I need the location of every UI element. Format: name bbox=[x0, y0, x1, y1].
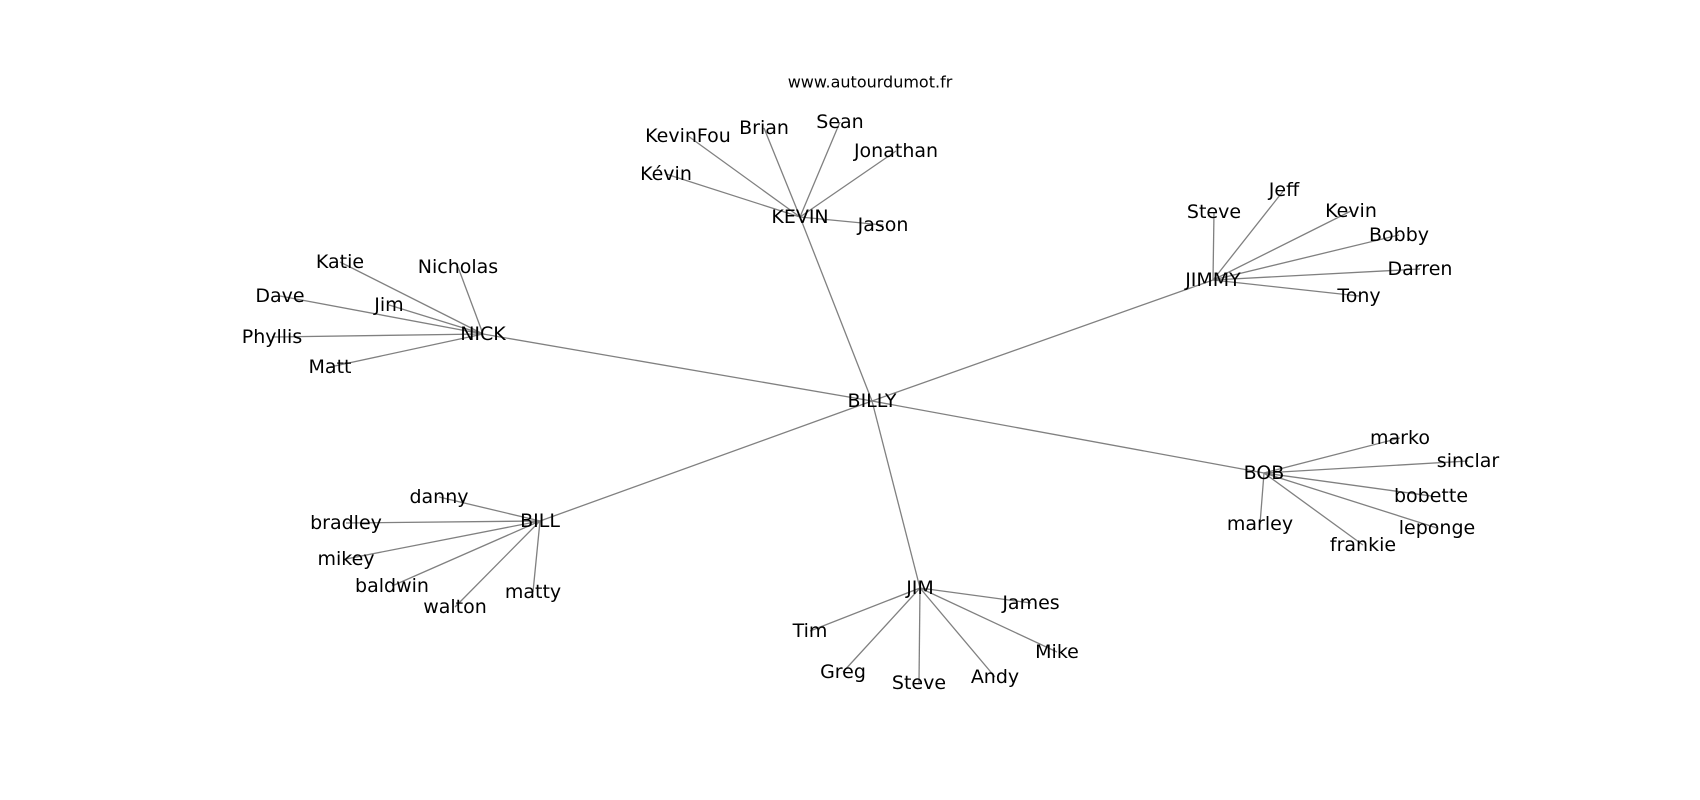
leaf-node-label: leponge bbox=[1399, 517, 1475, 539]
hub-node-label-nick: NICK bbox=[460, 323, 506, 345]
leaf-node-label: Dave bbox=[255, 285, 304, 307]
edge-bob-leaf bbox=[1263, 472, 1432, 497]
leaf-node-label: Steve bbox=[892, 672, 946, 694]
leaf-node-label: Greg bbox=[820, 661, 866, 683]
edge-jim-leaf bbox=[919, 587, 996, 678]
labels-layer: www.autourdumot.fr BILLY KEVIN KevinFou Bri… bbox=[242, 73, 1500, 695]
edge-center-jim bbox=[871, 400, 921, 589]
leaf-node-label: Darren bbox=[1388, 258, 1453, 280]
edge-bill-leaf bbox=[532, 520, 541, 593]
edge-bill-leaf bbox=[391, 520, 541, 587]
hub-node-label-bob: BOB bbox=[1244, 462, 1285, 484]
edge-kevin-leaf bbox=[665, 173, 801, 218]
leaf-node-label: Jason bbox=[857, 214, 909, 236]
leaf-node-label: Andy bbox=[971, 666, 1019, 688]
edge-center-jimmy bbox=[871, 279, 1214, 402]
edge-nick-leaf bbox=[457, 266, 484, 335]
leaf-node-label: frankie bbox=[1330, 534, 1396, 556]
edge-kevin-leaf bbox=[799, 121, 841, 218]
edge-bill-leaf bbox=[345, 520, 541, 524]
edge-kevin-leaf bbox=[687, 135, 801, 218]
leaf-node-label: Kévin bbox=[640, 163, 692, 185]
leaf-node-label: Brian bbox=[739, 117, 789, 139]
leaf-node-label: mikey bbox=[317, 548, 374, 570]
edge-bill-leaf bbox=[438, 496, 541, 522]
leaf-node-label: Jeff bbox=[1268, 179, 1300, 201]
edge-center-kevin bbox=[799, 216, 873, 402]
edge-kevin-leaf bbox=[799, 150, 897, 218]
leaf-node-label: walton bbox=[423, 596, 487, 618]
edge-kevin-leaf bbox=[763, 127, 801, 218]
edge-jim-leaf bbox=[919, 587, 1058, 653]
leaf-node-label: Matt bbox=[309, 356, 352, 378]
edge-jim-leaf bbox=[919, 587, 1032, 604]
leaf-node-label: marley bbox=[1227, 513, 1293, 535]
edge-nick-leaf bbox=[271, 333, 484, 338]
edge-jim-leaf bbox=[918, 587, 921, 684]
leaf-node-label: Jonathan bbox=[853, 140, 938, 162]
edge-nick-leaf bbox=[279, 295, 484, 335]
edge-nick-leaf bbox=[329, 333, 484, 368]
edge-center-nick bbox=[482, 333, 873, 402]
edge-nick-leaf bbox=[339, 261, 484, 335]
leaf-node-label: Katie bbox=[316, 251, 364, 273]
center-node-label: BILLY bbox=[848, 390, 897, 412]
edge-jimmy-leaf bbox=[1212, 279, 1360, 297]
edge-bob-leaf bbox=[1263, 437, 1401, 474]
edge-bob-leaf bbox=[1263, 460, 1469, 474]
edge-nick-leaf bbox=[388, 304, 484, 335]
edge-jimmy-leaf bbox=[1212, 268, 1421, 281]
leaf-node-label: matty bbox=[505, 581, 561, 603]
edge-bob-leaf bbox=[1263, 472, 1438, 529]
hub-node-label-jimmy: JIMMY bbox=[1184, 269, 1241, 291]
edge-jim-leaf bbox=[842, 587, 921, 673]
leaf-node-label: Steve bbox=[1187, 201, 1241, 223]
leaf-node-label: bradley bbox=[310, 512, 382, 534]
edge-center-bill bbox=[539, 400, 873, 522]
leaf-node-label: Jim bbox=[373, 294, 403, 316]
hub-node-label-jim: JIM bbox=[905, 577, 934, 599]
edges-layer bbox=[271, 121, 1469, 684]
hub-node-label-bill: BILL bbox=[520, 510, 560, 532]
leaf-node-label: sinclar bbox=[1437, 450, 1500, 472]
hub-node-label-kevin: KEVIN bbox=[771, 206, 828, 228]
edge-jimmy-leaf bbox=[1212, 234, 1400, 281]
leaf-node-label: KevinFou bbox=[645, 125, 731, 147]
leaf-node-label: bobette bbox=[1394, 485, 1468, 507]
edge-jimmy-leaf bbox=[1212, 189, 1285, 281]
edge-kevin-leaf bbox=[799, 216, 884, 226]
edge-bob-leaf bbox=[1263, 472, 1364, 546]
leaf-node-label: Nicholas bbox=[418, 256, 498, 278]
edge-jim-leaf bbox=[809, 587, 921, 632]
edge-bill-leaf bbox=[454, 520, 541, 608]
edge-bill-leaf bbox=[345, 520, 541, 560]
leaf-node-label: Kevin bbox=[1325, 200, 1377, 222]
edge-jimmy-leaf bbox=[1212, 211, 1215, 281]
leaf-node-label: Sean bbox=[816, 111, 863, 133]
edge-bob-leaf bbox=[1259, 472, 1265, 525]
leaf-node-label: Phyllis bbox=[242, 326, 302, 348]
leaf-node-label: danny bbox=[409, 486, 468, 508]
leaf-node-label: Bobby bbox=[1369, 224, 1429, 246]
leaf-node-label: baldwin bbox=[355, 575, 429, 597]
leaf-node-label: marko bbox=[1370, 427, 1430, 449]
leaf-node-label: Tim bbox=[792, 620, 828, 642]
leaf-node-label: James bbox=[1001, 592, 1059, 614]
edge-center-bob bbox=[871, 400, 1265, 474]
edge-jimmy-leaf bbox=[1212, 210, 1352, 281]
leaf-node-label: Mike bbox=[1035, 641, 1079, 663]
source-url-text: www.autourdumot.fr bbox=[788, 73, 953, 92]
leaf-node-label: Tony bbox=[1336, 285, 1380, 307]
